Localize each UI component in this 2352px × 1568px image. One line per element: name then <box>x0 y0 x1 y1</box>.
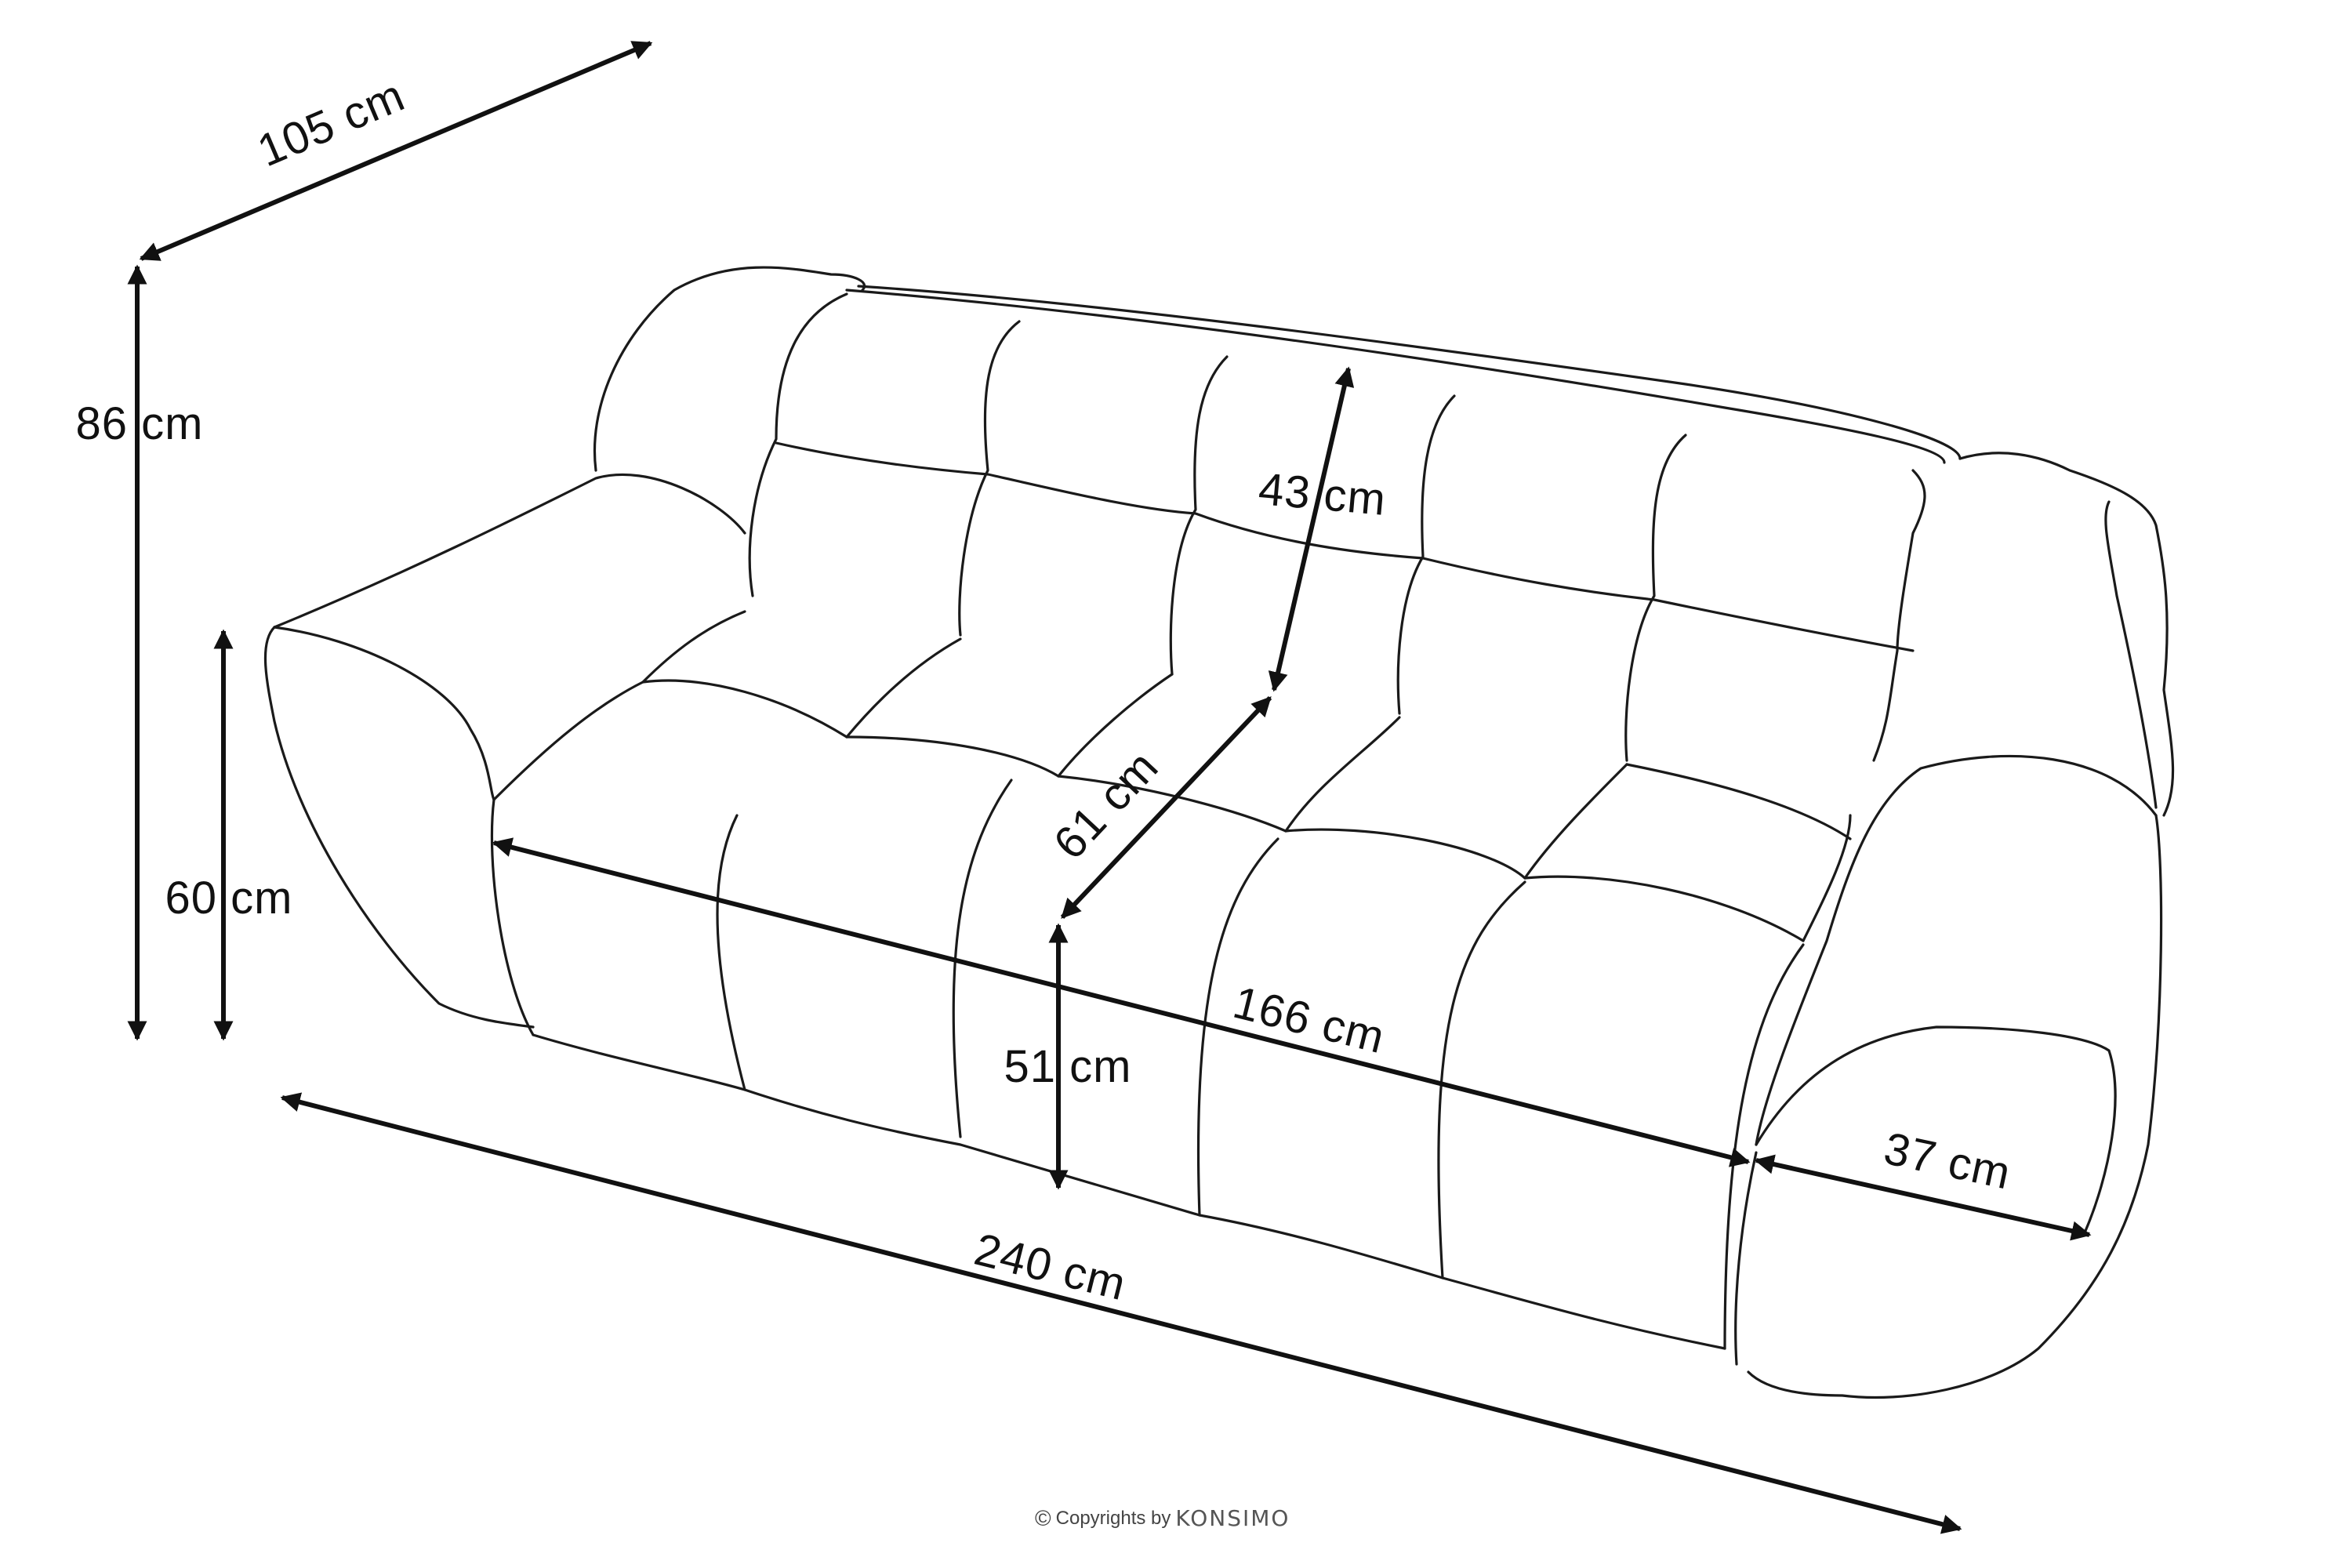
sofa-outline <box>263 266 2175 1399</box>
copyright-icon: © <box>1035 1505 1051 1530</box>
label-total-height: 86 cm <box>76 398 204 449</box>
label-armrest-height: 60 cm <box>165 873 293 924</box>
left-armrest <box>273 474 746 629</box>
dim-line-seat-width <box>492 837 1751 1167</box>
copyright-notice: © Copyrights by KONSIMO <box>1035 1505 1290 1531</box>
label-seat-depth: 61 cm <box>1044 741 1168 869</box>
label-armrest-width: 37 cm <box>1880 1123 2016 1199</box>
dim-line-total-width <box>280 1092 1962 1534</box>
right-armrest <box>1958 452 2175 817</box>
dim-line-backrest-height <box>1268 366 1355 692</box>
brand-logo: KONSIMO <box>1175 1505 1290 1531</box>
label-backrest-height: 43 cm <box>1257 463 1388 525</box>
label-seat-height: 51 cm <box>1004 1041 1132 1092</box>
label-depth: 105 cm <box>250 70 412 176</box>
copyright-text: Copyrights by <box>1055 1507 1171 1529</box>
dim-line-depth <box>139 41 653 261</box>
backrest-top <box>857 285 1962 460</box>
dimension-labels: 105 cm 86 cm 60 cm 43 cm 61 cm 51 cm 166… <box>76 70 2016 1311</box>
dimension-lines <box>127 41 2092 1534</box>
